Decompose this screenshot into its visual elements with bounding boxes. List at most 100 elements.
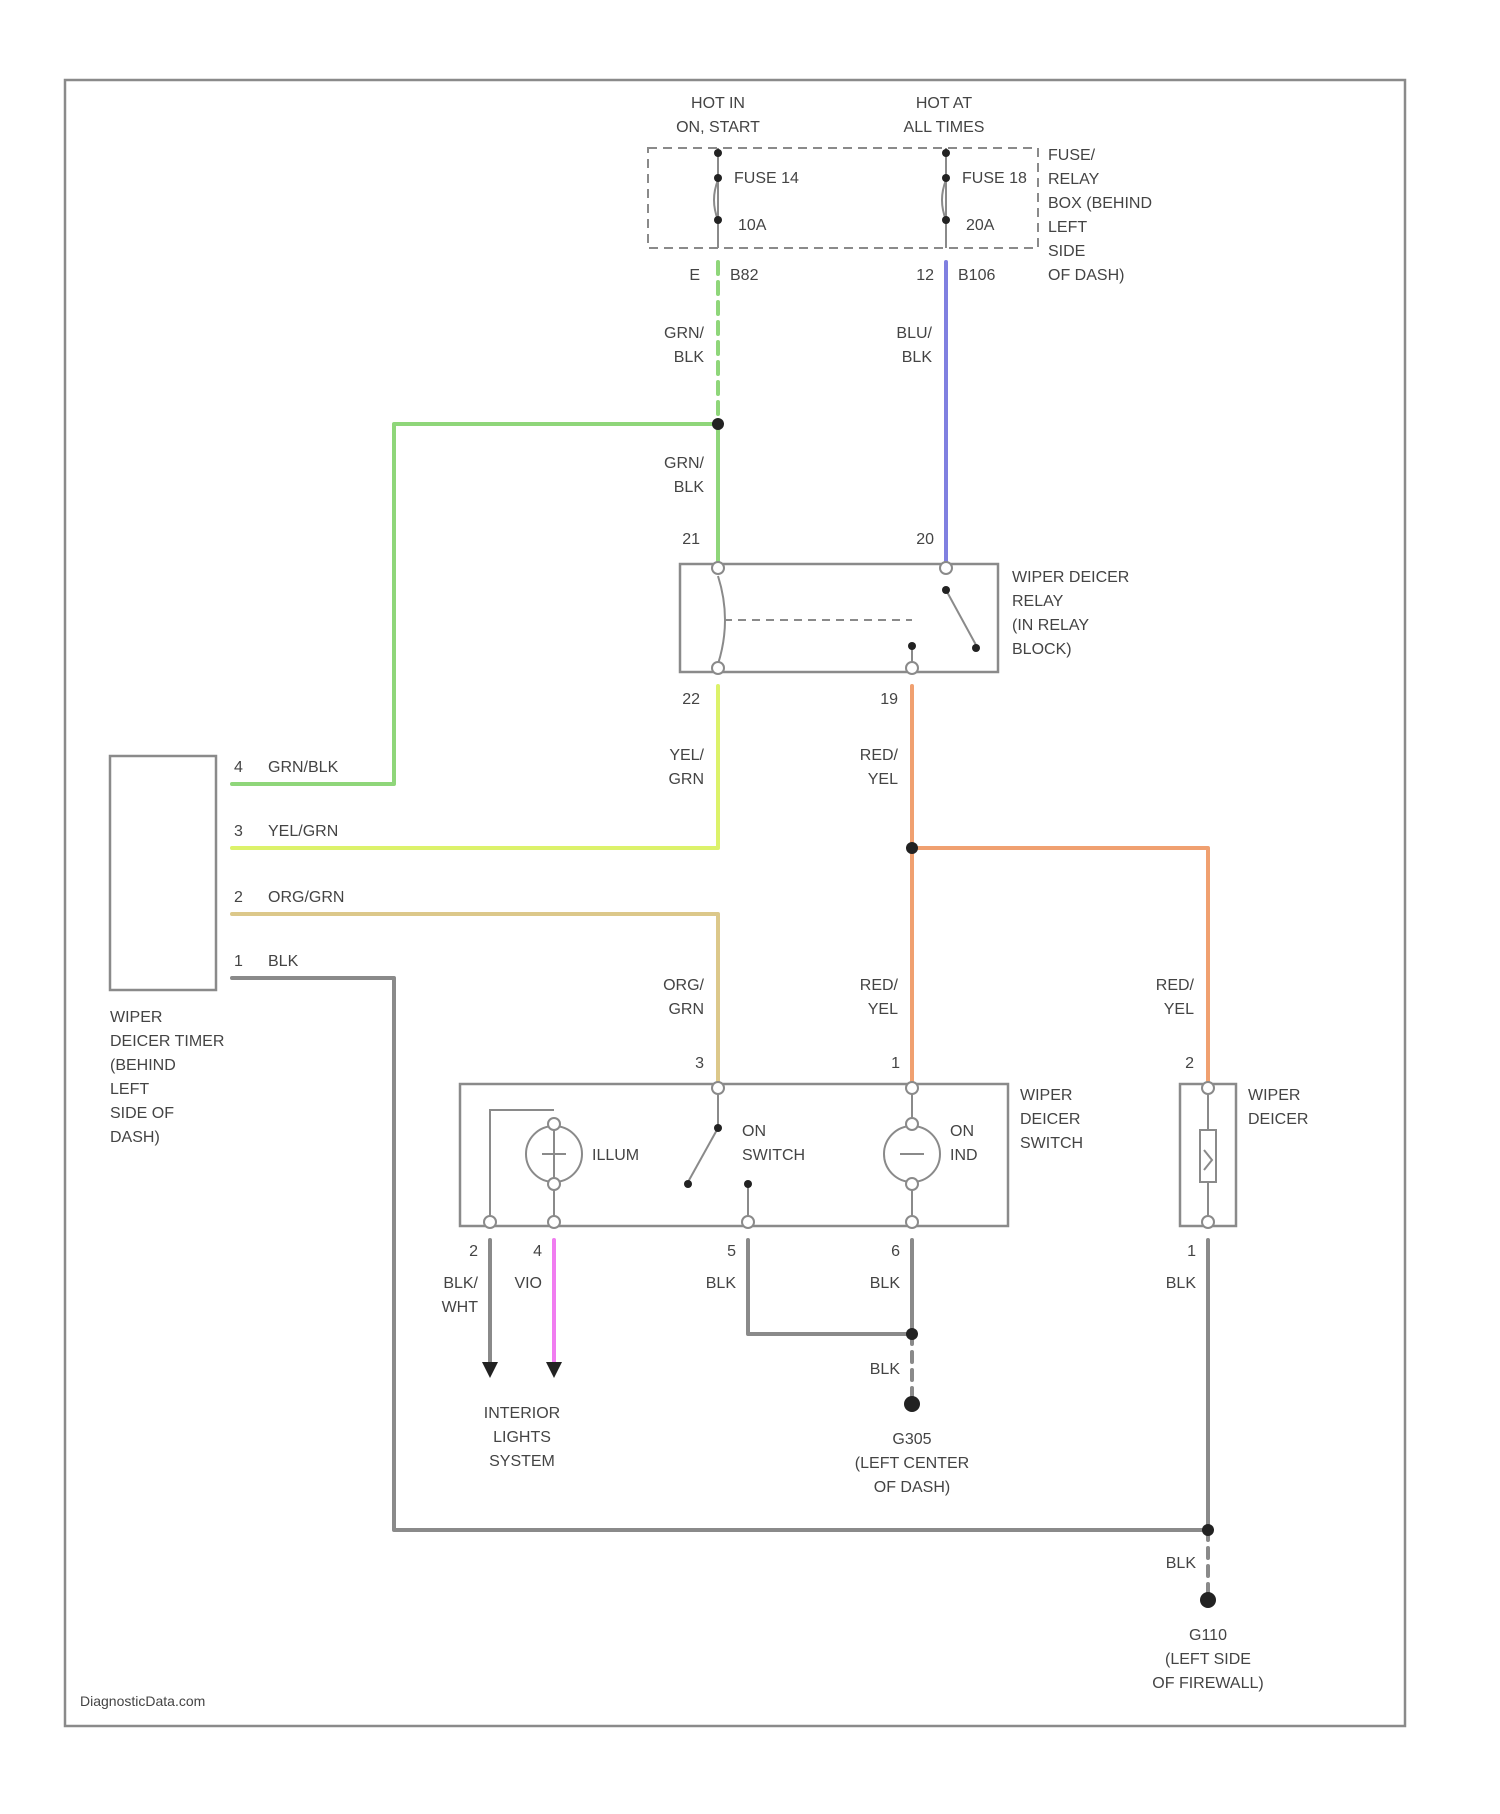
label-red-yel-switch-2: YEL	[868, 1001, 898, 1018]
label-org-grn-1: ORG/	[663, 977, 704, 994]
label-red-yel-switch-1: RED/	[860, 977, 899, 994]
deicer-label-2: DEICER	[1248, 1111, 1308, 1128]
ground-g305: G305 (LEFT CENTER OF DASH)	[855, 1396, 969, 1496]
fuse-box-label-2: RELAY	[1048, 171, 1100, 188]
label-blu-blk-1: BLU/	[896, 325, 932, 342]
feed-left-line1: HOT IN	[691, 95, 745, 112]
fuse-box-conn-right: B106	[958, 267, 995, 284]
switch-on-ind-2: IND	[950, 1147, 978, 1164]
arrow-down-icon	[482, 1362, 498, 1378]
switch-on-ind-1: ON	[950, 1123, 974, 1140]
on-switch-icon	[688, 1128, 718, 1182]
relay-pin-19: 19	[880, 691, 898, 708]
relay-label-3: (IN RELAY	[1012, 617, 1089, 634]
ground-icon	[904, 1396, 920, 1412]
switch-pin-3: 3	[695, 1055, 704, 1072]
switch-pin-1: 1	[891, 1055, 900, 1072]
fuse-box-pin-right: 12	[916, 267, 934, 284]
deicer-pin-2: 2	[1185, 1055, 1194, 1072]
timer-label-2: DEICER TIMER	[110, 1033, 224, 1050]
relay-pin-20: 20	[916, 531, 934, 548]
label-org-grn-2: GRN	[668, 1001, 704, 1018]
label-grn-blk-top-1: GRN/	[664, 325, 705, 342]
splice-blk-g110	[1202, 1524, 1214, 1536]
fuse-relay-box: HOT IN ON, START HOT AT ALL TIMES FUSE 1…	[648, 95, 1152, 284]
fuse-18-label: FUSE 18	[962, 170, 1027, 187]
timer-pin-2: 2	[234, 889, 243, 906]
fuse-14-amp: 10A	[738, 217, 767, 234]
label-grn-blk-top-2: BLK	[674, 349, 705, 366]
label-yel-grn-1: YEL/	[669, 747, 704, 764]
label-red-yel-deicer-1: RED/	[1156, 977, 1195, 994]
splice-red-yel	[906, 842, 918, 854]
relay-coil-icon	[718, 576, 725, 664]
label-red-yel-relay-2: YEL	[868, 771, 898, 788]
label-blk-deicer: BLK	[1166, 1275, 1197, 1292]
wire-org-grn	[232, 914, 718, 1082]
timer-pin-3: 3	[234, 823, 243, 840]
fuse-box-label-3: BOX (BEHIND	[1048, 195, 1152, 212]
timer-wire-1: BLK	[268, 953, 299, 970]
timer-pin-4: 4	[234, 759, 243, 776]
relay-contact-icon	[946, 590, 976, 645]
timer-wire-2: ORG/GRN	[268, 889, 344, 906]
watermark: DiagnosticData.com	[80, 1693, 205, 1709]
timer-label-3: (BEHIND	[110, 1057, 176, 1074]
interior-lights-3: SYSTEM	[489, 1453, 555, 1470]
label-blk-wht-2: WHT	[442, 1299, 479, 1316]
fuse-box-label-5: SIDE	[1048, 243, 1085, 260]
switch-pin-5: 5	[727, 1243, 736, 1260]
g305-label-3: OF DASH)	[874, 1479, 950, 1496]
feed-right-line1: HOT AT	[916, 95, 973, 112]
wiper-deicer-timer: 4 GRN/BLK 3 YEL/GRN 2 ORG/GRN 1 BLK WIPE…	[110, 756, 344, 1146]
switch-pin-6: 6	[891, 1243, 900, 1260]
label-blk-6: BLK	[870, 1275, 901, 1292]
splice-grn-blk	[712, 418, 724, 430]
fuse-box-pin-left: E	[689, 267, 700, 284]
ground-g110: G110 (LEFT SIDE OF FIREWALL)	[1152, 1592, 1263, 1692]
timer-label-4: LEFT	[110, 1081, 149, 1098]
fuse-14-label: FUSE 14	[734, 170, 799, 187]
label-blk-5: BLK	[706, 1275, 737, 1292]
switch-pin-2: 2	[469, 1243, 478, 1260]
relay-pin-22: 22	[682, 691, 700, 708]
ground-icon	[1200, 1592, 1216, 1608]
switch-label-3: SWITCH	[1020, 1135, 1083, 1152]
interior-lights-2: LIGHTS	[493, 1429, 551, 1446]
wiper-deicer-relay: 21 20 22 19 WIPER DEICER RELAY (IN RELAY…	[680, 531, 1129, 708]
g305-label-2: (LEFT CENTER	[855, 1455, 969, 1472]
deicer-pin-1: 1	[1187, 1243, 1196, 1260]
timer-wire-3: YEL/GRN	[268, 823, 338, 840]
feed-left-line2: ON, START	[676, 119, 760, 136]
label-blk-wht-1: BLK/	[443, 1275, 478, 1292]
switch-illum: ILLUM	[592, 1147, 639, 1164]
fuse-box-label-1: FUSE/	[1048, 147, 1096, 164]
g110-label-2: (LEFT SIDE	[1165, 1651, 1251, 1668]
label-grn-blk-mid-1: GRN/	[664, 455, 705, 472]
switch-on-switch-1: ON	[742, 1123, 766, 1140]
fuse-box-label-6: OF DASH)	[1048, 267, 1124, 284]
feed-right-line2: ALL TIMES	[904, 119, 985, 136]
g305-label-1: G305	[892, 1431, 931, 1448]
relay-label-4: BLOCK)	[1012, 641, 1072, 658]
fuse-box-label-4: LEFT	[1048, 219, 1087, 236]
fuse-18-amp: 20A	[966, 217, 995, 234]
switch-label-2: DEICER	[1020, 1111, 1080, 1128]
label-vio: VIO	[514, 1275, 542, 1292]
relay-pin-21: 21	[682, 531, 700, 548]
switch-pin-4: 4	[533, 1243, 542, 1260]
label-yel-grn-2: GRN	[668, 771, 704, 788]
switch-on-switch-2: SWITCH	[742, 1147, 805, 1164]
wire-red-yel-deicer	[912, 848, 1208, 1082]
label-red-yel-relay-1: RED/	[860, 747, 899, 764]
timer-label-5: SIDE OF	[110, 1105, 174, 1122]
label-red-yel-deicer-2: YEL	[1164, 1001, 1194, 1018]
arrow-down-icon	[546, 1362, 562, 1378]
label-blk-g110: BLK	[1166, 1555, 1197, 1572]
label-blu-blk-2: BLK	[902, 349, 933, 366]
interior-lights-reference: INTERIOR LIGHTS SYSTEM	[482, 1362, 562, 1470]
wiper-deicer: 2 1 WIPER DEICER	[1180, 1055, 1308, 1260]
interior-lights-1: INTERIOR	[484, 1405, 560, 1422]
switch-label-1: WIPER	[1020, 1087, 1072, 1104]
